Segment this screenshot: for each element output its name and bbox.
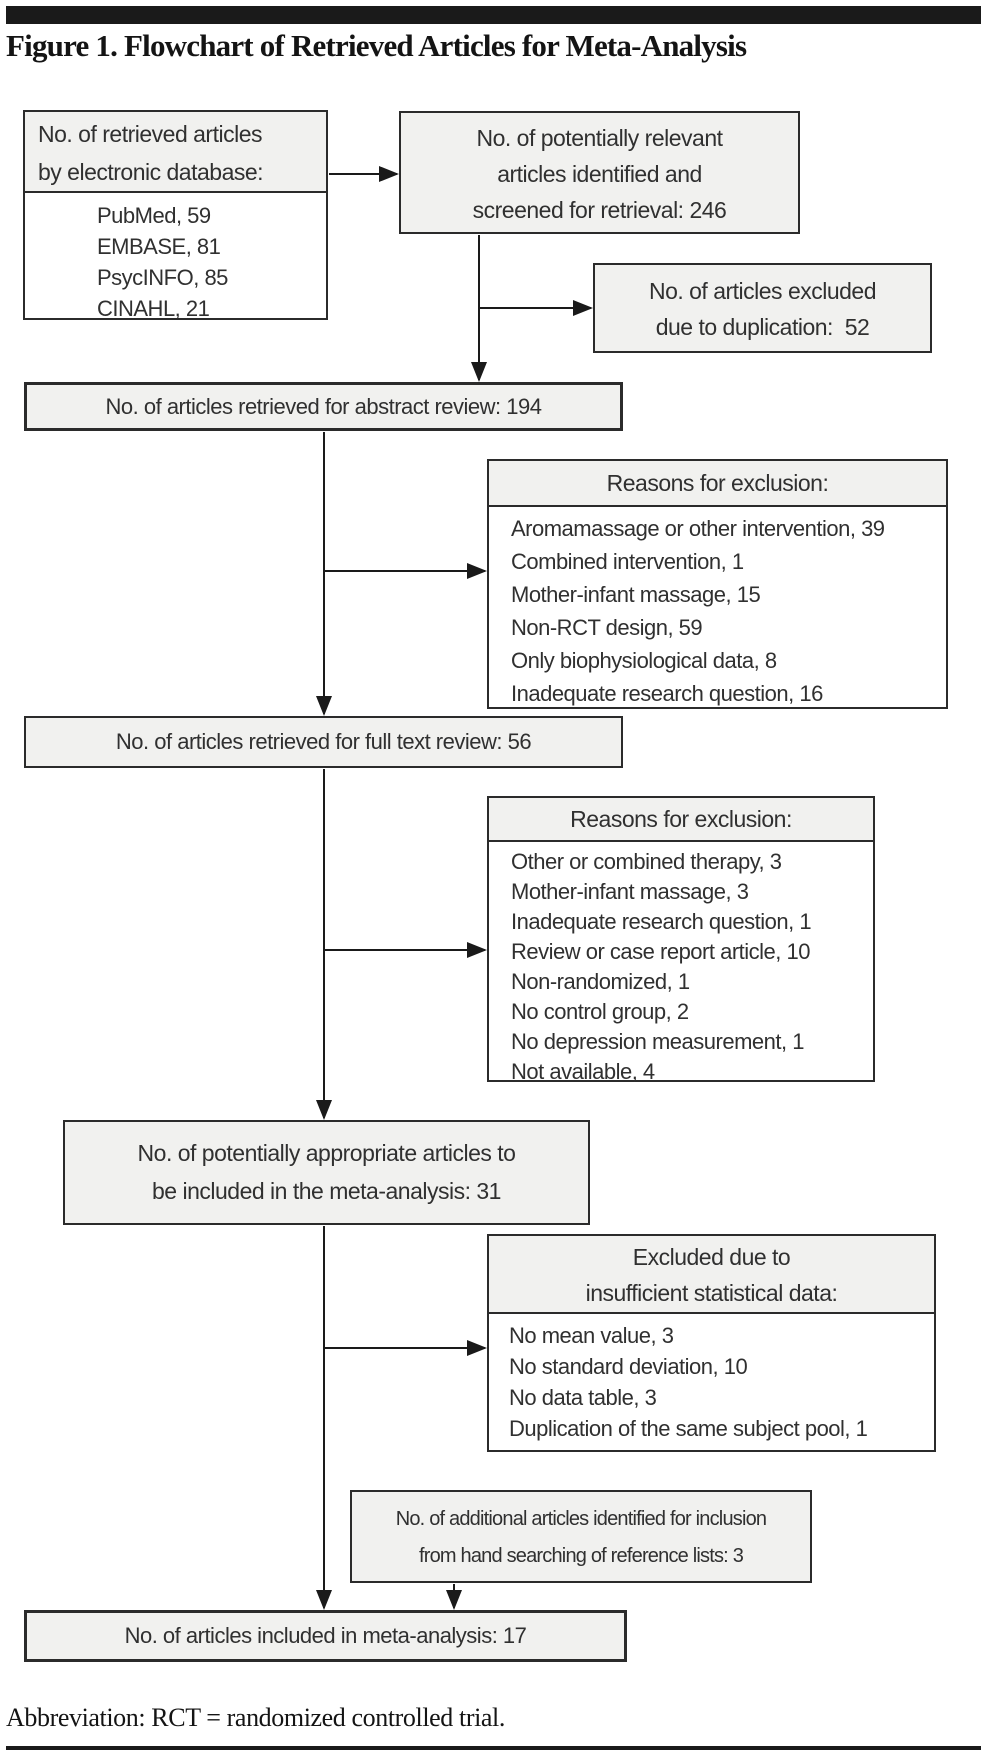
database-item: PsycINFO, 85	[97, 265, 228, 290]
exclusion-reason-item: Combined intervention, 1	[511, 549, 744, 574]
exclusion-reasons-2-body: Other or combined therapy, 3 Mother-infa…	[489, 842, 873, 1087]
screened-box: No. of potentially relevant articles ide…	[399, 111, 800, 234]
appropriate-articles-box: No. of potentially appropriate articles …	[63, 1120, 590, 1225]
insufficient-data-body: No mean value, 3 No standard deviation, …	[489, 1314, 934, 1444]
hand-search-box-line: No. of additional articles identified fo…	[395, 1508, 767, 1530]
insufficient-data-item: No data table, 3	[509, 1385, 657, 1410]
exclusion-reason-item: Aromamassage or other intervention, 39	[511, 516, 885, 541]
insufficient-data-header-line: insufficient statistical data:	[585, 1280, 838, 1306]
databases-box-body: PubMed, 59 EMBASE, 81 PsycINFO, 85 CINAH…	[25, 193, 326, 324]
screened-box-line: screened for retrieval: 246	[472, 197, 727, 223]
database-item: CINAHL, 21	[97, 296, 210, 321]
duplication-excluded-box: No. of articles excluded due to duplicat…	[593, 263, 932, 353]
exclusion-reason-item: Not available, 4	[511, 1059, 655, 1084]
exclusion-reason-item: Non-RCT design, 59	[511, 615, 703, 640]
database-item: EMBASE, 81	[97, 234, 221, 259]
hand-search-box-line: from hand searching of reference lists: …	[418, 1545, 744, 1567]
screened-box-line: articles identified and	[497, 161, 702, 187]
fulltext-review-box: No. of articles retrieved for full text …	[24, 716, 623, 768]
insufficient-data-header-line: Excluded due to	[632, 1244, 791, 1270]
exclusion-reason-item: No control group, 2	[511, 999, 689, 1024]
exclusion-reasons-1-box: Reasons for exclusion: Aromamassage or o…	[487, 459, 948, 709]
top-rule	[6, 6, 981, 24]
exclusion-reason-item: Only biophysiological data, 8	[511, 648, 777, 673]
databases-box: No. of retrieved articles by electronic …	[23, 110, 328, 321]
hand-search-box: No. of additional articles identified fo…	[350, 1490, 812, 1583]
abbreviation-note: Abbreviation: RCT = randomized controlle…	[6, 1703, 505, 1732]
database-item: PubMed, 59	[97, 203, 211, 228]
insufficient-data-item: Duplication of the same subject pool, 1	[509, 1416, 868, 1441]
abstract-review-text: No. of articles retrieved for abstract r…	[105, 393, 542, 419]
databases-header-line: by electronic database:	[38, 159, 264, 185]
exclusion-reasons-1-body: Aromamassage or other intervention, 39 C…	[489, 507, 946, 710]
databases-header-line: No. of retrieved articles	[38, 121, 262, 147]
exclusion-reason-item: No depression measurement, 1	[511, 1029, 804, 1054]
exclusion-reasons-2-header: Reasons for exclusion:	[489, 798, 873, 842]
insufficient-data-item: No mean value, 3	[509, 1323, 674, 1348]
insufficient-data-item: No standard deviation, 10	[509, 1354, 748, 1379]
included-box: No. of articles included in meta-analysi…	[24, 1610, 627, 1662]
insufficient-data-box: Excluded due to insufficient statistical…	[487, 1234, 936, 1452]
insufficient-data-header: Excluded due to insufficient statistical…	[489, 1236, 934, 1314]
appropriate-box-line: No. of potentially appropriate articles …	[137, 1140, 516, 1166]
bottom-rule	[6, 1746, 981, 1750]
appropriate-box-line: be included in the meta-analysis: 31	[152, 1178, 501, 1204]
exclusion-reason-item: Inadequate research question, 16	[511, 681, 823, 706]
duplication-box-line: No. of articles excluded	[648, 278, 877, 304]
duplication-box-line: due to duplication: 52	[655, 314, 870, 340]
fulltext-review-text: No. of articles retrieved for full text …	[115, 729, 532, 754]
abstract-review-box: No. of articles retrieved for abstract r…	[24, 382, 623, 431]
exclusion-reason-item: Other or combined therapy, 3	[511, 849, 782, 874]
exclusion-reasons-1-header: Reasons for exclusion:	[489, 461, 946, 507]
included-box-text: No. of articles included in meta-analysi…	[124, 1623, 527, 1648]
exclusion-reason-item: Mother-infant massage, 3	[511, 879, 749, 904]
exclusion-reason-item: Inadequate research question, 1	[511, 909, 812, 934]
exclusion-reason-item: Mother-infant massage, 15	[511, 582, 761, 607]
exclusion-reason-item: Review or case report article, 10	[511, 939, 810, 964]
exclusion-reasons-2-box: Reasons for exclusion: Other or combined…	[487, 796, 875, 1084]
databases-box-header: No. of retrieved articles by electronic …	[25, 112, 326, 193]
screened-box-line: No. of potentially relevant	[476, 125, 723, 151]
figure-title: Figure 1. Flowchart of Retrieved Article…	[6, 28, 747, 63]
exclusion-reason-item: Non-randomized, 1	[511, 969, 690, 994]
